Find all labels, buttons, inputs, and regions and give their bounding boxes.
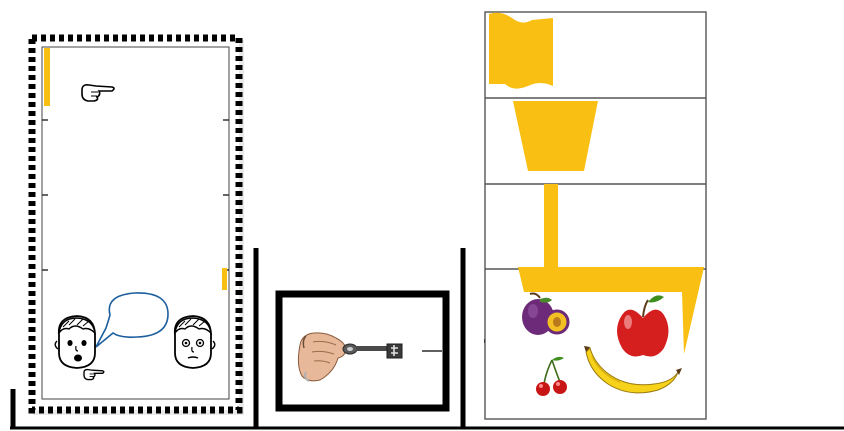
- man-face-icon: [55, 316, 95, 368]
- funnel-icon: [513, 101, 598, 171]
- key-card: [279, 294, 446, 408]
- conversation-card: [32, 38, 244, 415]
- accent-bar-left: [44, 48, 50, 106]
- funnel-stem: [544, 184, 558, 268]
- flag-icon: [489, 13, 553, 89]
- man-face-icon: [175, 316, 215, 368]
- accent-bar-right: [222, 268, 227, 290]
- fruit-funnel: [485, 12, 706, 419]
